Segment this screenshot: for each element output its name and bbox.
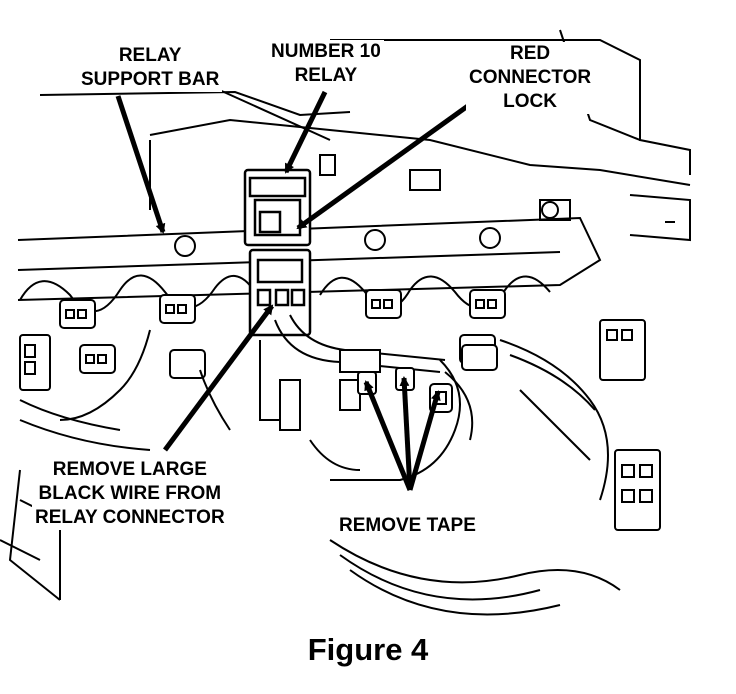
label-relay-support-bar: RELAY SUPPORT BAR (78, 44, 223, 92)
label-number-10-relay: NUMBER 10 RELAY (268, 40, 384, 88)
number-10-relay (243, 168, 312, 337)
arrow-remove-tape-1 (363, 380, 413, 491)
arrow-red-connector-lock (296, 87, 492, 231)
vehicle-background-outline (0, 29, 691, 616)
arrow-relay-support-bar (115, 95, 166, 234)
label-red-connector-lock: RED CONNECTOR LOCK (466, 42, 595, 114)
arrow-remove-tape-2 (399, 376, 413, 491)
leader-arrows (115, 87, 492, 491)
arrow-number-10-relay (283, 90, 328, 174)
label-remove-tape: REMOVE TAPE (336, 514, 479, 538)
arrow-remove-tape-3 (407, 390, 441, 491)
arrow-remove-wire (162, 304, 275, 452)
figure-caption: Figure 4 (307, 632, 429, 667)
relay-connectors (19, 289, 661, 531)
label-remove-large-black-wire: REMOVE LARGE BLACK WIRE FROM RELAY CONNE… (32, 458, 228, 530)
wire-harness (19, 314, 609, 501)
